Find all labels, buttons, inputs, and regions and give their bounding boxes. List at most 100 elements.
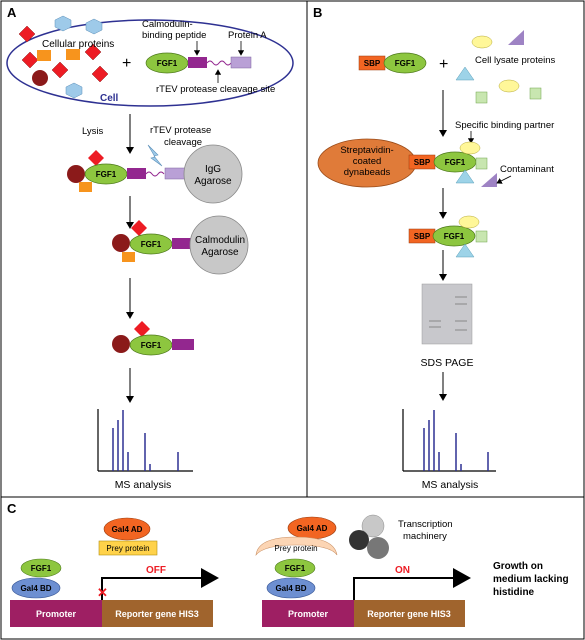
tev-site-linker xyxy=(206,60,232,66)
on-label: ON xyxy=(395,565,410,576)
contaminant-triangle-icon xyxy=(481,173,497,187)
transcription-machinery-icon xyxy=(367,537,389,559)
cell-membrane xyxy=(6,19,294,107)
sds-page-gel xyxy=(421,283,473,345)
fgf1-protein xyxy=(274,558,316,578)
fgf1-label: FGF1 xyxy=(96,170,117,179)
cell-lysate-proteins-group xyxy=(455,30,542,104)
gal4-bd-protein xyxy=(266,577,316,599)
yellow-protein-icon xyxy=(498,79,520,93)
purple-triangle-icon xyxy=(508,30,524,45)
green-square-icon xyxy=(475,91,488,104)
transcription-arrow-on xyxy=(353,568,471,600)
dark-red-protein-icon xyxy=(67,165,85,183)
gal4-bd-label: Gal4 BD xyxy=(275,584,306,593)
calmodulin-binding-peptide xyxy=(127,168,146,179)
ms-analysis-label-a: MS analysis xyxy=(115,479,172,491)
eluted-complex-b xyxy=(408,215,488,258)
calmodulin-binding-peptide xyxy=(172,238,194,249)
growth-label-1: Growth on xyxy=(493,561,543,572)
transcription-machinery-label-2: machinery xyxy=(403,531,447,542)
transcription-machinery-icon xyxy=(361,514,385,538)
fgf1-protein xyxy=(383,52,427,74)
protein-a-tag xyxy=(230,56,252,69)
fgf1-label: FGF1 xyxy=(444,232,465,241)
blue-triangle-icon xyxy=(455,169,475,184)
fgf1-label: FGF1 xyxy=(285,564,306,573)
orange-protein-icon xyxy=(79,182,92,192)
sbp-label: SBP xyxy=(414,232,431,241)
panel-c-letter: C xyxy=(7,501,17,516)
complex-step3 xyxy=(112,321,194,356)
blue-protein-icon xyxy=(54,15,72,32)
calmodulin-binding-peptide xyxy=(188,57,207,68)
specific-partner-label: Specific binding partner xyxy=(455,120,554,131)
calmodulin-agarose-label-2: Agarose xyxy=(201,247,239,258)
gal4-ad-label: Gal4 AD xyxy=(112,525,143,534)
ms-spectrum-b xyxy=(402,409,496,472)
red-protein-icon xyxy=(134,321,150,337)
red-protein-icon xyxy=(84,43,102,61)
protein-a-tag xyxy=(164,167,186,180)
igg-agarose-label-2: Agarose xyxy=(194,176,232,187)
igg-agarose-bead xyxy=(183,144,243,204)
contaminant-label: Contaminant xyxy=(500,164,554,175)
complex-step1 xyxy=(67,144,243,204)
panel-b-letter: B xyxy=(313,5,322,20)
blue-protein-icon xyxy=(65,82,83,99)
calmodulin-binding-peptide xyxy=(172,339,194,350)
y2h-on-construct xyxy=(255,514,471,627)
prey-protein-box xyxy=(98,540,158,556)
growth-label-3: histidine xyxy=(493,587,535,598)
red-protein-icon xyxy=(18,25,36,43)
cellular-proteins-label: Cellular proteins xyxy=(42,39,114,50)
orange-protein-icon xyxy=(37,50,51,61)
red-protein-icon xyxy=(51,61,69,79)
lysis-label: Lysis xyxy=(82,126,104,137)
ms-spectrum-a xyxy=(97,409,193,472)
cell-label: Cell xyxy=(100,93,119,104)
transcription-machinery-label-1: Transcription xyxy=(398,519,453,530)
panel-a-letter: A xyxy=(7,5,17,20)
green-square-icon xyxy=(475,230,488,243)
protein-a-label: Protein A xyxy=(228,30,267,41)
sbp-label: SBP xyxy=(414,158,431,167)
reporter-box xyxy=(354,600,465,627)
calmodulin-agarose-bead xyxy=(189,215,249,275)
rtev-protease-label-2: cleavage xyxy=(164,137,202,148)
transcription-arrow-off xyxy=(101,568,219,600)
sds-page-label: SDS PAGE xyxy=(421,357,474,369)
rtev-protease-label-1: rTEV protease xyxy=(150,125,211,136)
blocked-x-icon: ✕ xyxy=(97,585,108,600)
growth-label-2: medium lacking xyxy=(493,574,569,585)
fgf1-label: FGF1 xyxy=(141,240,162,249)
ms-analysis-label-b: MS analysis xyxy=(422,479,479,491)
gal4-bd-protein xyxy=(11,577,61,599)
yellow-protein-icon xyxy=(471,35,493,49)
prey-protein-label: Prey protein xyxy=(106,544,149,553)
fgf1-label: FGF1 xyxy=(141,341,162,350)
streptavidin-label-1: Streptavidin- xyxy=(340,145,393,156)
dynabeads-complex xyxy=(317,138,497,188)
dark-red-protein-icon xyxy=(112,234,130,252)
reporter-box xyxy=(102,600,213,627)
reporter-label: Reporter gene HIS3 xyxy=(115,609,199,619)
off-label: OFF xyxy=(146,565,166,576)
lightning-icon xyxy=(147,144,163,167)
sbp-label: SBP xyxy=(364,59,381,68)
gal4-bd-label: Gal4 BD xyxy=(20,584,51,593)
calmodulin-peptide-label-2: binding peptide xyxy=(142,30,206,41)
igg-agarose-label-1: IgG xyxy=(205,164,221,175)
green-square-icon xyxy=(475,157,488,170)
dark-red-protein-icon xyxy=(112,335,130,353)
red-protein-icon xyxy=(21,51,39,69)
blue-protein-icon xyxy=(85,18,103,35)
fgf1-protein xyxy=(432,225,476,247)
transcription-machinery-icon xyxy=(349,530,369,550)
green-square-icon xyxy=(529,87,542,100)
streptavidin-label-3: dynabeads xyxy=(344,167,391,178)
prey-protein-label: Prey protein xyxy=(274,544,317,553)
y2h-off-construct xyxy=(10,517,219,627)
blue-triangle-icon xyxy=(455,243,475,258)
